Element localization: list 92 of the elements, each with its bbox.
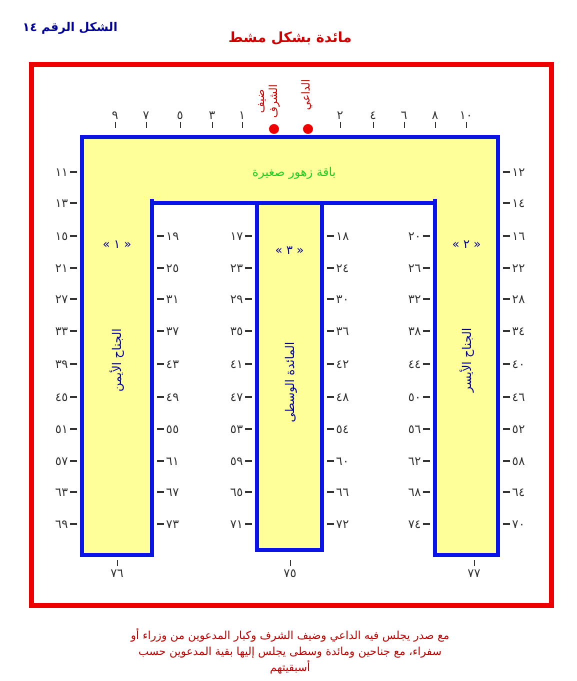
seat-number: ١٣ <box>55 195 77 211</box>
seat-number: ٤١ <box>230 356 252 372</box>
seat-number: ٣٩ <box>55 356 77 372</box>
seat-number: ٢ <box>330 108 350 128</box>
seat-number: ٢٧ <box>55 291 77 307</box>
seat-number: ٧ <box>136 108 156 128</box>
seat-number: ٦ <box>394 108 414 128</box>
seat-number: ٧٤ <box>408 516 430 532</box>
seat-number: ٤٣ <box>157 356 179 372</box>
seat-number: ٣١ <box>157 291 179 307</box>
head-table <box>80 135 500 205</box>
seat-number: ٤٤ <box>408 356 430 372</box>
seat-number: ٥٥ <box>157 421 179 437</box>
seat-number: ٥٤ <box>327 421 349 437</box>
seat-number: ٦٧ <box>157 484 179 500</box>
seat-number: ٧٧ <box>464 560 484 580</box>
seat-number: ٦٤ <box>503 484 525 500</box>
seat-number: ٤٥ <box>55 389 77 405</box>
seat-number: ٥٢ <box>503 421 525 437</box>
seat-number: ٤٠ <box>503 356 525 372</box>
seat-number: ١١ <box>55 164 77 180</box>
seat-number: ٧٣ <box>157 516 179 532</box>
table-label: الجناح الأيسر <box>458 326 474 395</box>
seat-number: ٦٦ <box>327 484 349 500</box>
seat-label: ضيف الشرف <box>254 83 280 120</box>
seat-number: ٢٤ <box>327 260 349 276</box>
seat-number: ٣٥ <box>230 323 252 339</box>
seat-number: ٤٦ <box>503 389 525 405</box>
seat-number: ٦٣ <box>55 484 77 500</box>
figure-number: الشكل الرقم ١٤ <box>22 20 118 34</box>
seat-number: ٦٠ <box>327 453 349 469</box>
seat-number: ٦٨ <box>408 484 430 500</box>
seat-number: ٨ <box>425 108 445 128</box>
seat-number: ٩ <box>105 108 125 128</box>
seat-number: ٢٩ <box>230 291 252 307</box>
seat-number: ٥٠ <box>408 389 430 405</box>
table-number: « ٣ » <box>274 243 305 257</box>
seat-number: ٥٦ <box>408 421 430 437</box>
table-label: المائدة الوسطى <box>282 340 298 424</box>
seat-number: ٦٢ <box>408 453 430 469</box>
seat-number: ٢١ <box>55 260 77 276</box>
seat-number: ٣٢ <box>408 291 430 307</box>
seat-number: ٢٦ <box>408 260 430 276</box>
seat-number: ٦٩ <box>55 516 77 532</box>
seat-number: ٣٦ <box>327 323 349 339</box>
seat-number: ٥ <box>170 108 190 128</box>
seat-number: ١٠ <box>456 108 476 128</box>
seat-number: ١٩ <box>157 228 179 244</box>
seat-number: ٣٠ <box>327 291 349 307</box>
seat-number: ١٧ <box>230 228 252 244</box>
wing-table <box>433 199 500 557</box>
seat-number: ٧٥ <box>280 560 300 580</box>
seat-number: ٧٦ <box>107 560 127 580</box>
table-label: الجناح الأيمن <box>109 327 125 394</box>
seat-number: ١٢ <box>503 164 525 180</box>
seat-number: ٣٣ <box>55 323 77 339</box>
seat-number: ٦١ <box>157 453 179 469</box>
seat-number: ٥٨ <box>503 453 525 469</box>
seat-number: ٤٨ <box>327 389 349 405</box>
table-number: « ١ » <box>102 237 132 251</box>
seat-number: ٢٥ <box>157 260 179 276</box>
seat-number: ١٤ <box>503 195 525 211</box>
title: مائدة بشكل مشط <box>227 30 353 46</box>
seat-number: ٤٢ <box>327 356 349 372</box>
seat-number: ٢٠ <box>408 228 430 244</box>
seat-number: ٤٩ <box>157 389 179 405</box>
seat-number: ٣٨ <box>408 323 430 339</box>
seat-number: ٣ <box>202 108 222 128</box>
seat-number: ٦٥ <box>230 484 252 500</box>
table-label: باقة زهور صغيرة <box>251 165 337 179</box>
seat-number: ٣٧ <box>157 323 179 339</box>
seat-number: ٢٢ <box>503 260 525 276</box>
seat-number: ٣٤ <box>503 323 525 339</box>
seat-number: ١٥ <box>55 228 77 244</box>
seat-number: ٧٠ <box>503 516 525 532</box>
seat-number: ٤ <box>363 108 383 128</box>
seat-number: ٧٢ <box>327 516 349 532</box>
seat-number: ٥٣ <box>230 421 252 437</box>
seat-label: الداعي <box>300 78 312 112</box>
caption: مع صدر يجلس فيه الداعي وضيف الشرف وكبار المدعوين من وزراء أو سفراء، مع جناحين ومائدة وسطى يجلس إليها بقية المدعوين حسب أسبقيتهم <box>129 628 450 676</box>
seat-number: ٥٧ <box>55 453 77 469</box>
seat-number: ٤٧ <box>230 389 252 405</box>
seat-number: ٥١ <box>55 421 77 437</box>
seat-number: ٧١ <box>230 516 252 532</box>
seat-number: ١ <box>232 108 252 128</box>
seat-number: ٢٨ <box>503 291 525 307</box>
wing-table <box>80 199 154 557</box>
seat-number: ١٨ <box>327 228 349 244</box>
seat-number: ١٦ <box>503 228 525 244</box>
seat-number: ٥٩ <box>230 453 252 469</box>
seat-number: ٢٣ <box>230 260 252 276</box>
table-number: « ٢ » <box>451 237 482 251</box>
